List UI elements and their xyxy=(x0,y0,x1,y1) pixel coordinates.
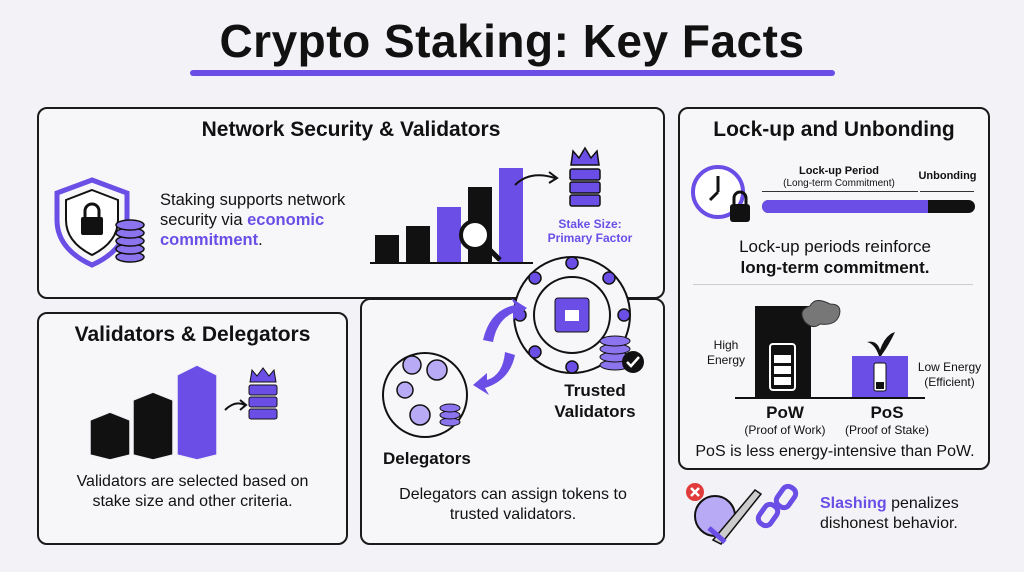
lockup-fill xyxy=(762,200,929,213)
title-underline xyxy=(190,70,835,76)
low-energy-label: Low Energy(Efficient) xyxy=(912,360,987,390)
lockup-period-sub: (Long-term Commitment) xyxy=(783,178,895,189)
slashing-text: Slashing penalizes dishonest behavior. xyxy=(820,494,990,534)
lockup-panel xyxy=(678,107,990,470)
lockup-timeline-bar xyxy=(762,200,975,213)
stake-size-label: Stake Size:Primary Factor xyxy=(540,217,640,245)
energy-comparison-icon xyxy=(735,300,925,399)
crown-server-icon xyxy=(569,146,601,207)
energy-text: PoS is less energy-intensive than PoW. xyxy=(695,443,975,460)
divider xyxy=(693,284,973,285)
delegation-diagram xyxy=(382,256,644,438)
pow-sublabel: (Proof of Work) xyxy=(744,423,826,437)
clock-lock-icon xyxy=(691,165,750,222)
validators-text: Validators are selected based on stake s… xyxy=(76,473,309,510)
network-security-text: Staking supports network security via ec… xyxy=(160,190,350,250)
validators-delegators-heading: Validators & Delegators xyxy=(74,323,311,346)
network-security-heading: Network Security & Validators xyxy=(201,118,501,141)
lockup-text-line1: Lock-up periods reinforce xyxy=(739,237,931,256)
network-text: Staking supports network security via xyxy=(160,191,346,229)
trusted-line2: Validators xyxy=(554,402,636,421)
pos-sublabel: (Proof of Stake) xyxy=(844,423,930,437)
lockup-text: Lock-up periods reinforce long-term commi… xyxy=(680,236,990,278)
stake-label-line1: Stake Size: xyxy=(558,217,622,231)
pos-label: PoS xyxy=(870,403,904,422)
shield-lock-icon xyxy=(54,177,145,268)
delegation-text: Delegators can assign tokens to trusted … xyxy=(399,486,627,523)
network-text-period: . xyxy=(258,231,263,249)
slashing-icon xyxy=(686,483,799,545)
high-line2: Energy xyxy=(706,353,746,367)
lockup-heading: Lock-up and Unbonding xyxy=(713,118,955,141)
stake-label-line2: Primary Factor xyxy=(547,231,633,245)
delegators-label: Delegators xyxy=(383,449,471,468)
lockup-arrow xyxy=(762,191,918,192)
high-line1: High xyxy=(713,338,739,352)
validator-blocks-icon xyxy=(89,364,278,460)
slashing-text-line1: penalizes xyxy=(886,495,959,512)
slashing-text-line2: dishonest behavior. xyxy=(820,515,958,532)
stake-bar-chart-icon xyxy=(370,168,559,264)
low-line1: Low Energy xyxy=(917,360,982,374)
unbonding-label: Unbonding xyxy=(918,170,977,182)
page-title: Crypto Staking: Key Facts xyxy=(219,15,805,67)
lockup-period-label: Lock-up Period xyxy=(798,165,880,177)
pow-label: PoW xyxy=(766,403,804,422)
slashing-emphasis: Slashing xyxy=(820,495,887,512)
low-line2: (Efficient) xyxy=(924,375,975,389)
lockup-text-line2: long-term commitment. xyxy=(740,258,930,277)
network-text-emphasis: economic commitment xyxy=(160,211,325,249)
unbonding-arrow xyxy=(920,191,974,192)
trusted-line1: Trusted xyxy=(564,381,626,400)
